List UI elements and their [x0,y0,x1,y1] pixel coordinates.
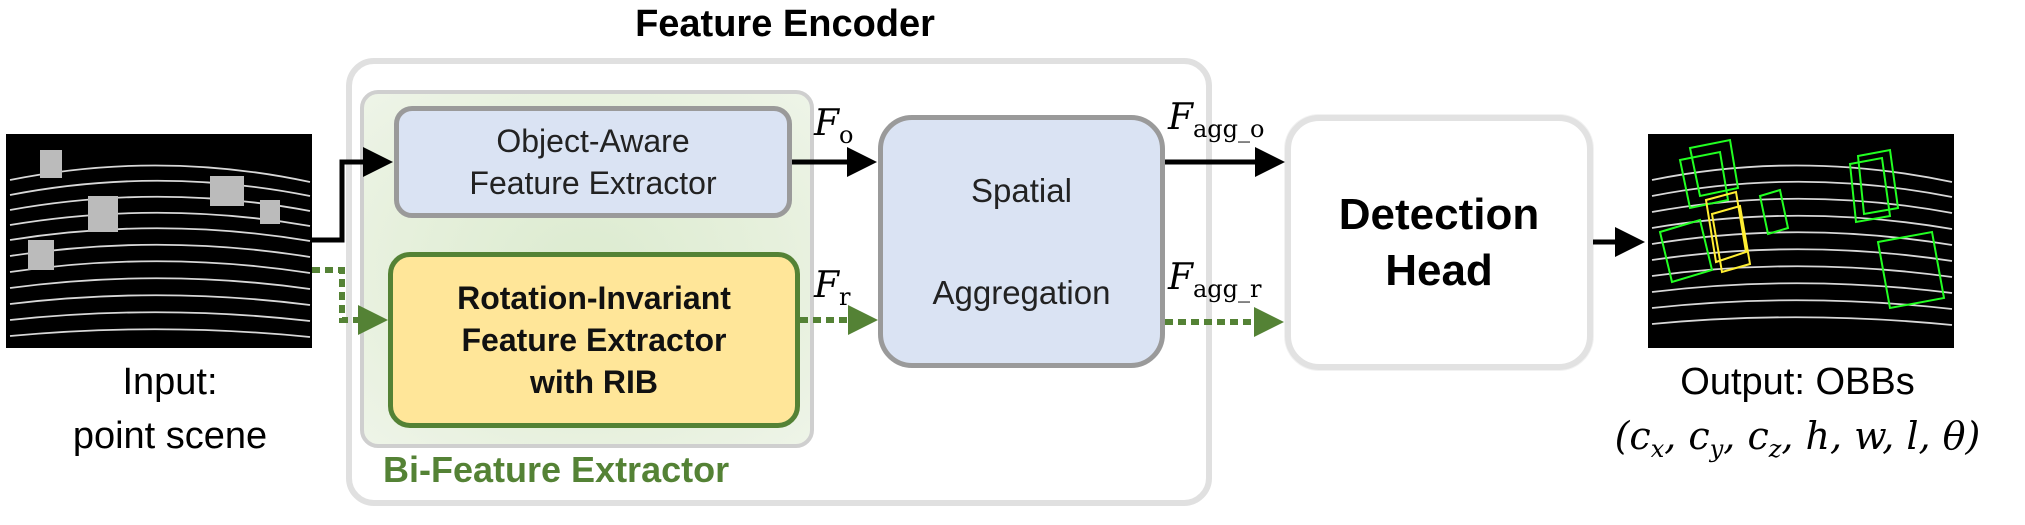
object-aware-line1: Object-Aware [496,123,690,159]
detection-line1: Detection [1338,189,1540,239]
label-f-agg-r: Fagg_r [1168,257,1262,304]
output-obb-scene-image [1648,134,1954,348]
rotation-invariant-line2: Feature Extractor [461,322,727,358]
label-f-agg-o: Fagg_o [1168,97,1265,144]
label-f-r: Fr [814,265,851,312]
feature-encoder-title: Feature Encoder [635,3,935,45]
output-caption: Output: OBBs (cx, cy, cz, h, w, l, θ) [1570,355,2025,476]
detection-head-box: Detection Head [1285,115,1593,370]
rotation-invariant-line1: Rotation-Invariant [457,280,731,316]
rotation-invariant-line3: with RIB [530,364,658,400]
input-caption: Input: point scene [20,355,320,463]
output-caption-line1: Output: OBBs [1680,361,1915,403]
input-caption-line1: Input: [122,361,218,403]
object-aware-feature-extractor: Object-Aware Feature Extractor [394,106,792,218]
detection-line2: Head [1385,245,1493,295]
object-aware-line2: Feature Extractor [469,165,717,201]
label-f-o: Fo [814,103,854,150]
rotation-invariant-feature-extractor: Rotation-Invariant Feature Extractor wit… [388,252,800,428]
spatial-aggregation-box: Spatial Aggregation [878,115,1165,368]
spatial-line1: Spatial [971,171,1072,209]
output-formula: (cx, cy, cz, h, w, l, θ) [1614,414,1981,463]
bi-feature-extractor-label: Bi-Feature Extractor [383,449,730,490]
input-point-scene-image [6,134,312,348]
input-caption-line2: point scene [72,415,268,457]
spatial-line2: Aggregation [932,273,1111,311]
